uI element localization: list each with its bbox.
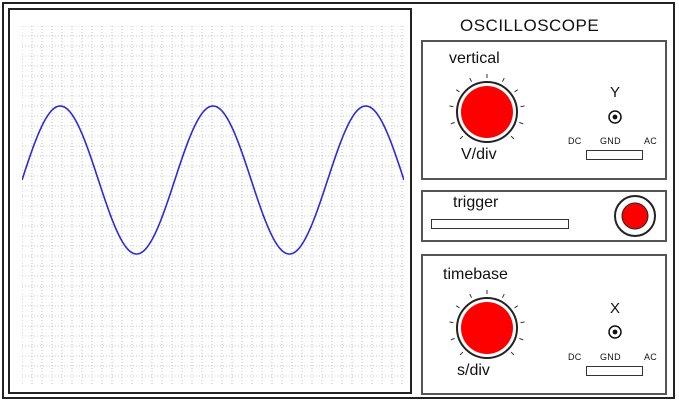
knob-tick: [449, 321, 454, 324]
vertical-coupling-switch[interactable]: [586, 150, 643, 160]
knob-tick: [459, 135, 464, 140]
vertical-coupling-ac: AC: [644, 136, 658, 146]
knob-tick: [501, 77, 505, 82]
timebase-coupling-gnd: GND: [600, 352, 621, 362]
vertical-panel: vertical V/div Y DC GND AC: [421, 40, 667, 180]
x-input-label: X: [610, 300, 621, 317]
knob-tick: [450, 122, 455, 125]
vertical-label: vertical: [449, 50, 500, 67]
knob-tick: [455, 305, 460, 309]
oscilloscope-frame: [2, 2, 675, 399]
knob-tick: [519, 338, 524, 341]
knob-tick: [520, 105, 525, 108]
knob-tick: [455, 89, 460, 93]
y-input-label: Y: [610, 84, 621, 101]
timebase-knob-ticks: [449, 290, 525, 356]
vertical-knob-center: [461, 86, 513, 138]
vertical-knob[interactable]: [445, 70, 529, 154]
knob-tick: [510, 135, 515, 140]
vertical-knob-ring: [456, 81, 518, 143]
vertical-coupling-gnd: GND: [600, 136, 621, 146]
display-grid: [22, 26, 404, 384]
knob-tick: [459, 351, 464, 356]
timebase-panel: timebase s/div X DC GND AC: [421, 254, 667, 395]
vertical-unit: V/div: [461, 146, 497, 163]
trigger-label: trigger: [453, 194, 499, 211]
trigger-panel: trigger: [421, 190, 667, 242]
knob-tick: [514, 89, 519, 93]
timebase-coupling-switch[interactable]: [586, 366, 643, 376]
knob-tick: [510, 351, 515, 356]
page-title: OSCILLOSCOPE: [460, 16, 600, 35]
vertical-knob-ticks: [449, 74, 525, 140]
knob-tick: [501, 293, 505, 298]
knob-tick: [469, 77, 473, 82]
knob-tick: [520, 321, 525, 324]
grid-lines: [22, 26, 404, 384]
knob-tick: [450, 338, 455, 341]
timebase-unit: s/div: [457, 362, 490, 379]
trigger-level-slider[interactable]: [431, 219, 569, 229]
trigger-button-center: [621, 202, 649, 230]
timebase-knob-center: [461, 302, 513, 354]
timebase-coupling-ac: AC: [644, 352, 658, 362]
timebase-coupling-dc: DC: [568, 352, 582, 362]
timebase-knob-ring: [456, 297, 518, 359]
knob-tick: [469, 293, 473, 298]
x-input-connector-icon[interactable]: [607, 324, 623, 340]
vertical-coupling-dc: DC: [568, 136, 582, 146]
knob-tick: [449, 105, 454, 108]
y-input-connector-icon[interactable]: [607, 109, 623, 125]
waveform-trace: [22, 105, 404, 255]
trigger-button[interactable]: [613, 194, 657, 238]
timebase-knob[interactable]: [445, 286, 529, 370]
display-screen: [8, 8, 412, 394]
knob-tick: [514, 305, 519, 309]
knob-tick: [519, 122, 524, 125]
timebase-label: timebase: [443, 266, 508, 283]
